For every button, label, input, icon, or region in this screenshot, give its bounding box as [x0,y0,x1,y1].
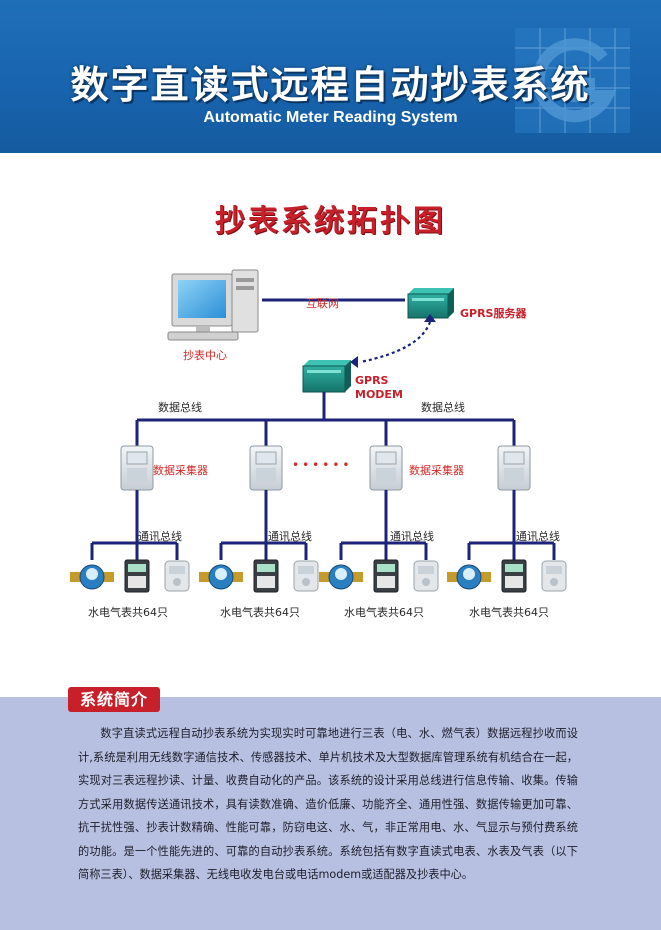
water-meter-icon-4 [447,564,491,590]
comm-bus-label-3: 通讯总线 [390,530,434,543]
meters-label-4: 水电气表共64只 [469,606,549,619]
wireless-link [359,321,432,364]
water-meter-icon-3 [319,564,363,590]
gas-meter-icon-2 [293,560,319,592]
meters-label-1: 水电气表共64只 [88,606,168,619]
arrow-left-icon [350,356,358,368]
gas-meter-icon-3 [413,560,439,592]
comm-bus-label-1: 通讯总线 [138,530,182,543]
gprs-server-label: GPRS服务器 [460,307,527,320]
comm-bus-label-2: 通讯总线 [268,530,312,543]
gprs-server-icon [407,288,454,319]
arrow-up-icon [424,314,436,322]
data-collector-icon-2 [249,445,283,491]
comm-bus-label-4: 通讯总线 [516,530,560,543]
header-subtitle: Automatic Meter Reading System [203,109,458,126]
data-collector-icon-4 [497,445,531,491]
electric-meter-icon-4 [501,559,527,593]
collector-label-right: 数据采集器 [409,464,464,477]
electric-meter-icon-3 [373,559,399,593]
collector-label-left: 数据采集器 [153,464,208,477]
diagram-title: 抄表系统拓扑图 [215,204,446,239]
header-banner: 数字直读式远程自动抄表系统 Automatic Meter Reading Sy… [0,0,661,153]
data-bus-label-right: 数据总线 [421,401,465,414]
gas-meter-icon-4 [541,560,567,592]
electric-meter-icon-1 [124,559,150,593]
water-meter-icon-1 [70,564,114,590]
gprs-modem-label-2: MODEM [355,388,403,401]
gprs-modem-label-1: GPRS [355,374,389,387]
data-collector-icon-3 [369,445,403,491]
ellipsis-dots: •••••• [292,458,353,472]
intro-body: 数字直读式远程自动抄表系统为实现实时可靠地进行三表（电、水、燃气表）数据远程抄收… [78,727,578,881]
data-bus-label-left: 数据总线 [158,401,202,414]
electric-meter-icon-2 [253,559,279,593]
computer-icon [167,269,259,341]
intro-heading: 系统简介 [68,687,160,712]
intro-section [0,697,661,930]
water-meter-icon-2 [199,564,243,590]
header-title: 数字直读式远程自动抄表系统 [70,63,591,107]
gas-meter-icon-1 [164,560,190,592]
data-collector-icon-1 [120,445,154,491]
meters-label-2: 水电气表共64只 [220,606,300,619]
topology-diagram [70,269,567,593]
meters-label-3: 水电气表共64只 [344,606,424,619]
center-label: 抄表中心 [183,349,227,362]
company-logo-icon [515,28,630,133]
internet-label: 互联网 [306,297,339,310]
gprs-modem-icon [302,360,351,393]
